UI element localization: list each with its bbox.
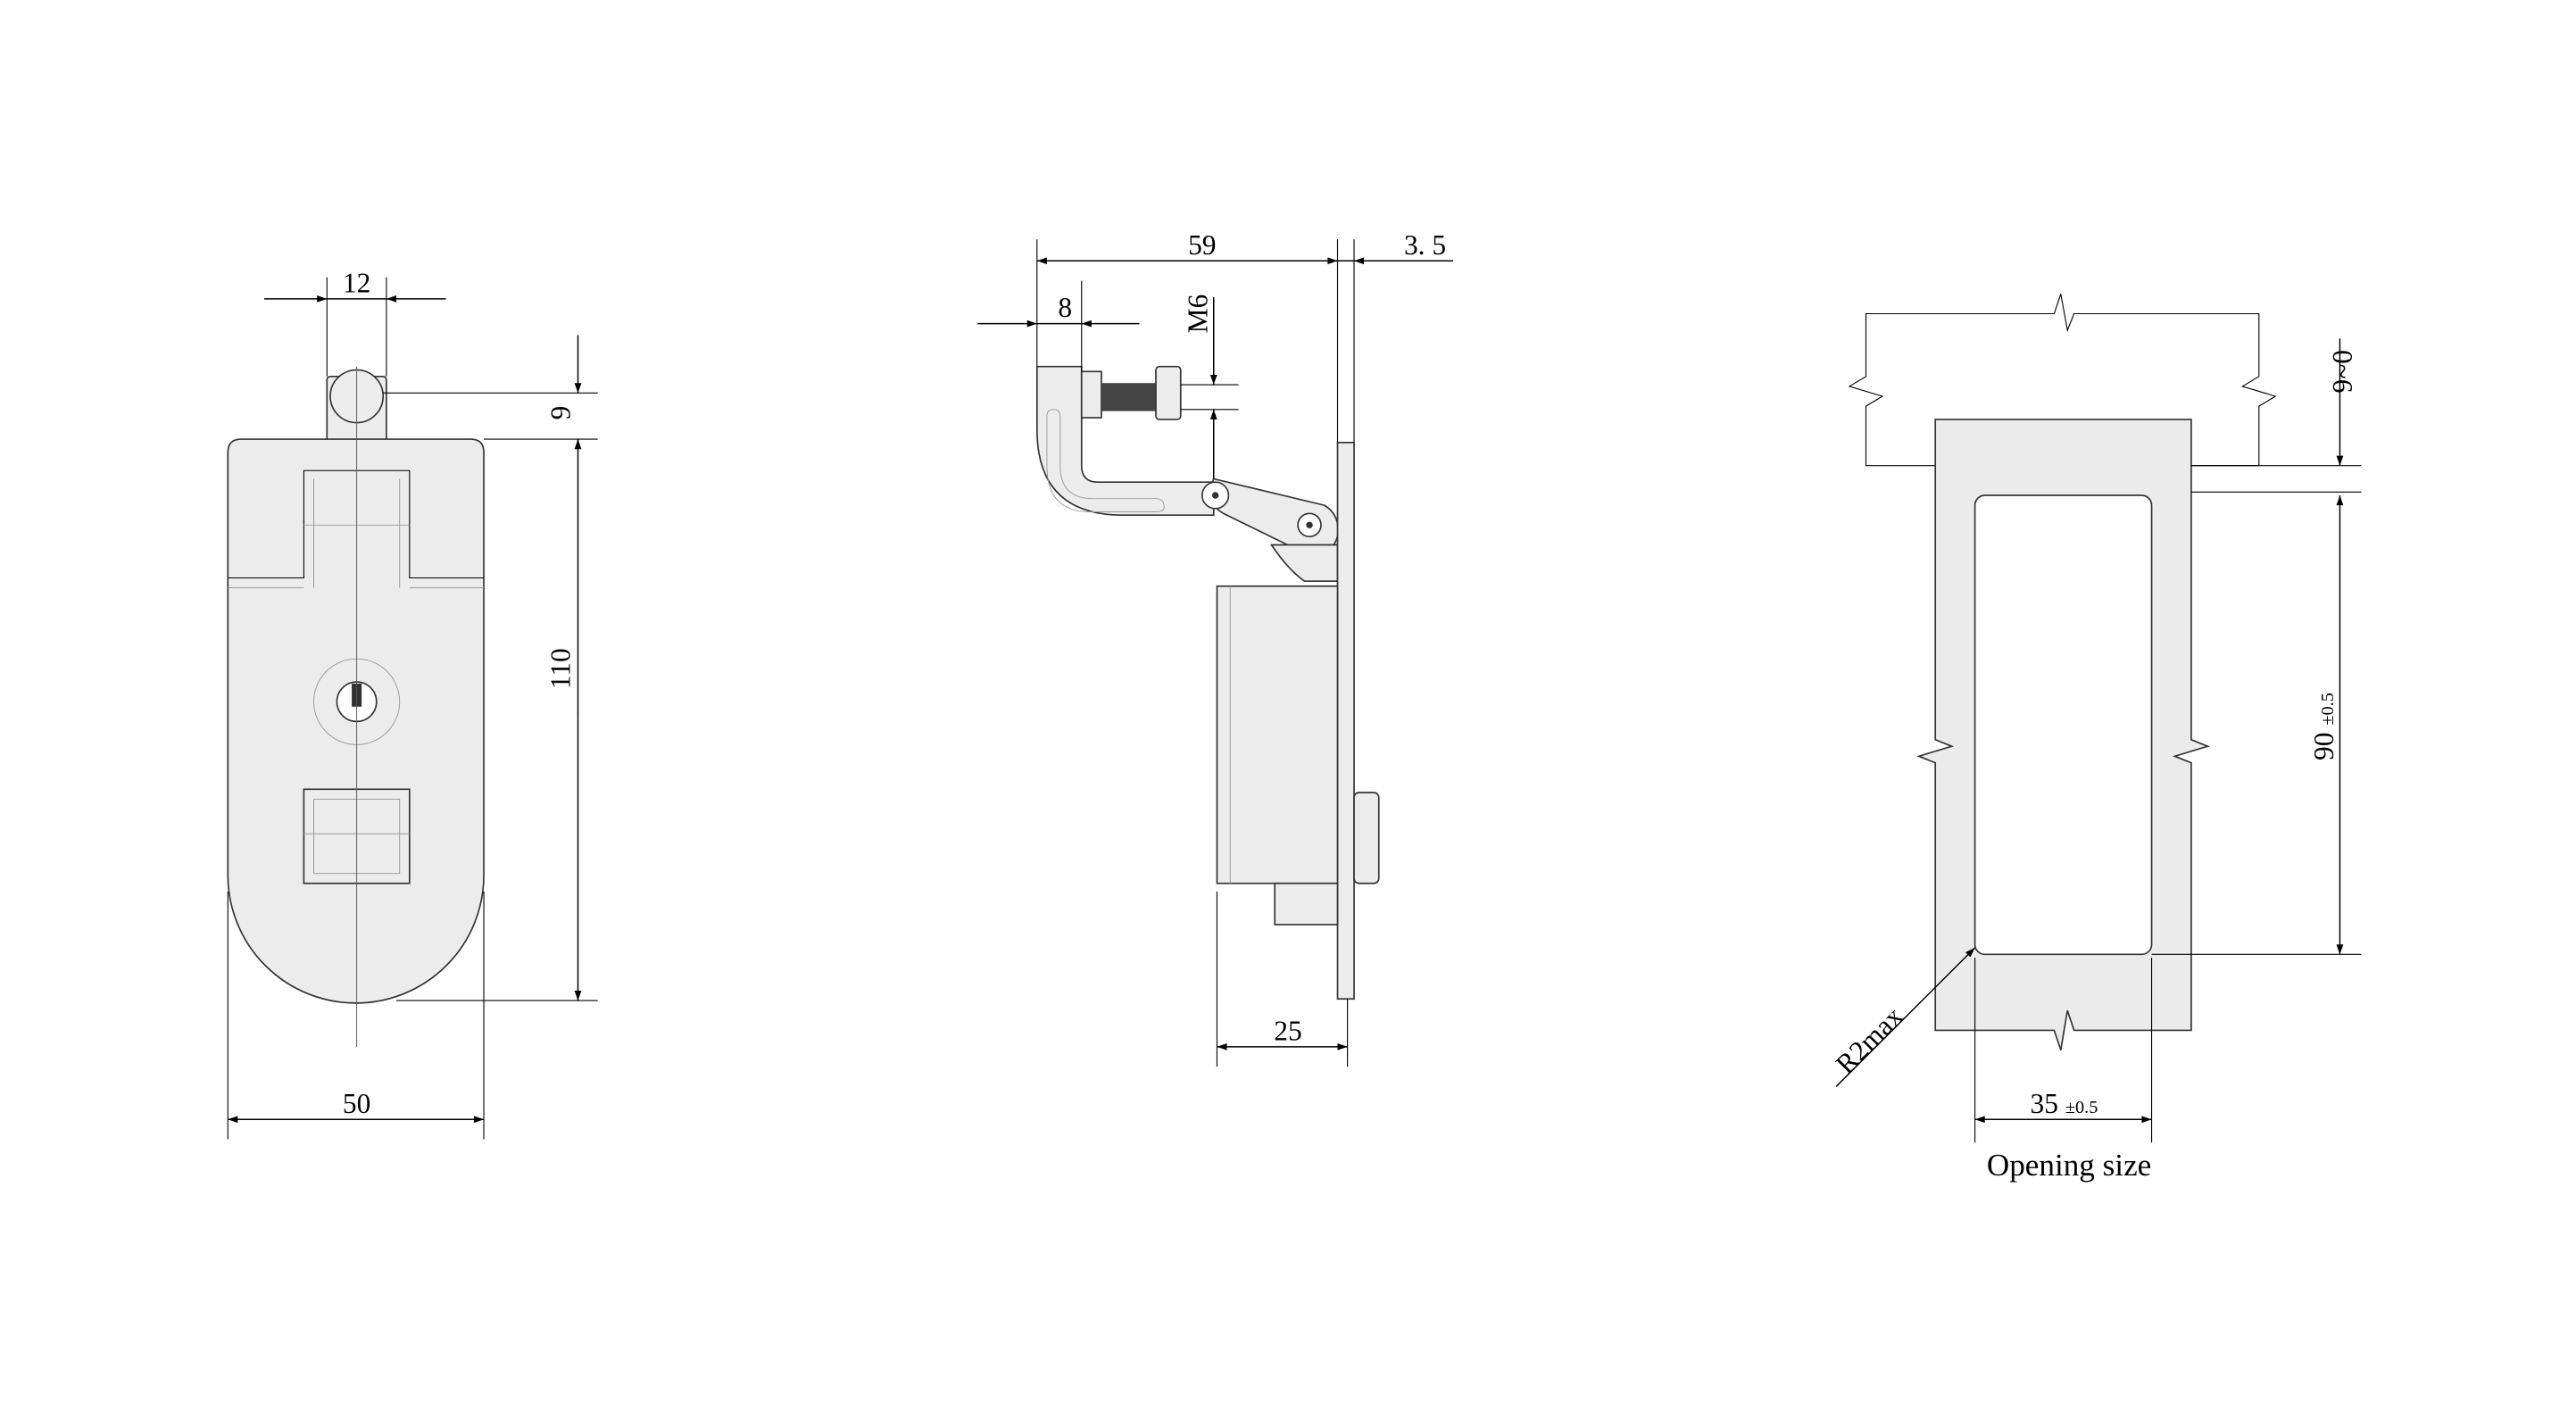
dim-90: 90 ±0.5 xyxy=(2151,495,2362,955)
dim-body-label: 25 xyxy=(1274,1015,1301,1046)
dim-knob-width-label: 12 xyxy=(343,267,370,298)
dim-m6: M6 xyxy=(1180,295,1239,479)
dim-knob-height-label: 9 xyxy=(544,406,576,420)
dim-50: 50 xyxy=(227,892,485,1140)
dim-12: 12 xyxy=(264,267,446,377)
dim-opening-width: 35 ±0.5 xyxy=(2031,1088,2098,1119)
bolt xyxy=(1080,365,1182,420)
cutout-view: 0~6 90 ±0.5 R2max 35 ±0.5 Opening size xyxy=(1830,294,2362,1183)
opening-cutout xyxy=(1974,494,2153,956)
dim-radius-label: R2max xyxy=(1830,1000,1909,1080)
dim-8: 8 xyxy=(977,280,1140,372)
lever-link xyxy=(1201,477,1339,583)
dim-3-5: 3. 5 xyxy=(1337,229,1454,265)
side-view: 59 3. 5 8 M6 25 xyxy=(977,229,1454,1067)
panel-frame xyxy=(1848,294,2277,467)
dim-opening-width-tolerance: ±0.5 xyxy=(2065,1098,2098,1117)
lock-housing xyxy=(1216,585,1339,884)
dim-110: 110 xyxy=(396,439,598,1001)
dim-59: 59 xyxy=(1036,229,1355,443)
dim-depth-label: 59 xyxy=(1188,229,1216,261)
opening-size-caption: Opening size xyxy=(1987,1148,2151,1183)
dim-opening-height-tolerance: ±0.5 xyxy=(2318,693,2338,726)
dim-25: 25 xyxy=(1216,892,1349,1067)
dim-width-label: 50 xyxy=(343,1088,370,1119)
front-view: 12 9 110 50 xyxy=(227,267,598,1140)
dim-0-6: 0~6 xyxy=(2190,338,2362,493)
dim-35: 35 ±0.5 xyxy=(1974,958,2153,1143)
dim-plate-label: 3. 5 xyxy=(1404,229,1446,261)
dim-opening-height-label: 90 xyxy=(2308,733,2339,760)
dim-9: 9 xyxy=(383,335,598,443)
dim-opening-height: 90 ±0.5 xyxy=(2308,693,2339,760)
dim-panel-thickness-label: 0~6 xyxy=(2327,350,2358,393)
dim-opening-width-label: 35 xyxy=(2031,1088,2058,1119)
mounting-plate xyxy=(1336,441,1355,1000)
dim-height-label: 110 xyxy=(544,648,576,689)
dim-bracket-label: 8 xyxy=(1058,292,1072,323)
dim-thread-label: M6 xyxy=(1182,295,1213,334)
